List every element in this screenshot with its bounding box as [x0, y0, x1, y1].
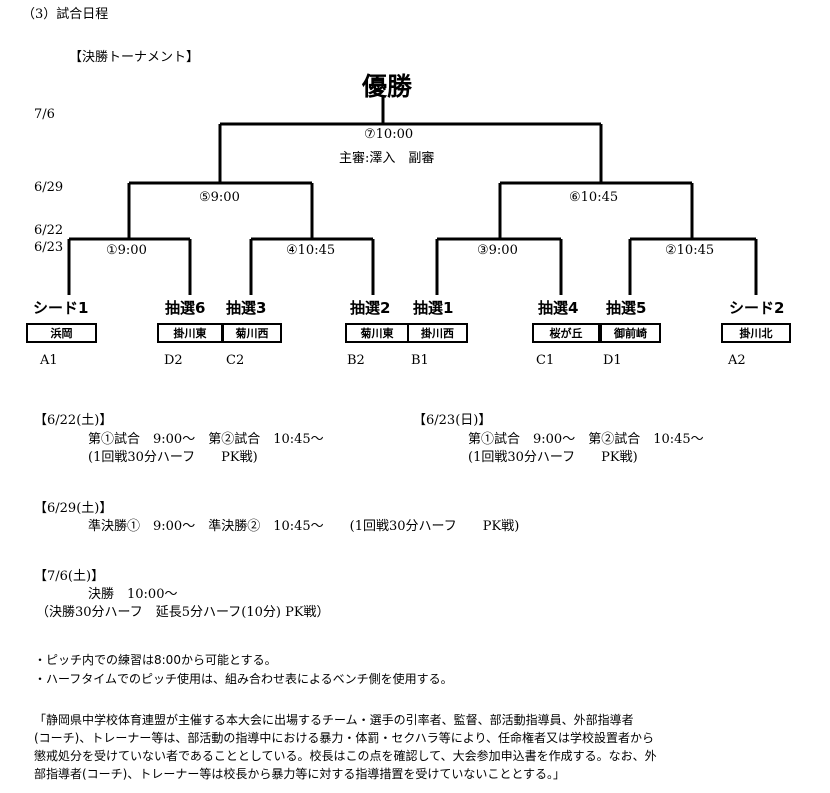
team-box: 菊川東	[345, 323, 409, 343]
slot-label: 抽選3	[226, 299, 267, 317]
schedule-0622-line2: (1回戦30分ハーフ PK戦)	[88, 450, 258, 465]
schedule-0706-line2: （決勝30分ハーフ 延長5分ハーフ(10分) PK戦）	[36, 605, 330, 620]
schedule-0623-date: 【6/23(日)】	[413, 413, 492, 428]
match-2-label: ②10:45	[665, 243, 715, 258]
slot-label: 抽選1	[413, 299, 454, 317]
schedule-0622-line1: 第①試合 9:00～ 第②試合 10:45～	[88, 432, 324, 447]
section-title: （3）試合日程	[22, 7, 109, 22]
schedule-0622-date: 【6/22(土)】	[34, 413, 113, 428]
slot-label: シード1	[33, 299, 89, 317]
team-box: 掛川北	[721, 323, 791, 343]
slot-code: D1	[603, 353, 622, 368]
date-first-a: 6/22	[34, 223, 64, 238]
slot-label: 抽選5	[606, 299, 647, 317]
schedule-0629-line1: 準決勝① 9:00～ 準決勝② 10:45～ (1回戦30分ハーフ PK戦)	[88, 519, 520, 534]
champion-label: 優勝	[362, 72, 413, 101]
team-box: 御前崎	[600, 323, 661, 343]
slot-label: 抽選4	[538, 299, 579, 317]
slot-label: 抽選2	[350, 299, 391, 317]
date-final: 7/6	[34, 107, 55, 122]
team-box: 浜岡	[26, 323, 97, 343]
slot-code: A1	[40, 353, 58, 368]
match-1-label: ①9:00	[106, 243, 147, 258]
slot-code: A2	[728, 353, 746, 368]
slot-code: C1	[536, 353, 555, 368]
statement-line-4: 部指導者(コーチ)、トレーナー等は校長から暴力等に対する指導措置を受けていないこ…	[34, 767, 566, 781]
match-4-label: ④10:45	[286, 243, 336, 258]
note-halftime: ・ハーフタイムでのピッチ使用は、組み合わせ表によるベンチ側を使用する。	[34, 672, 453, 686]
slot-code: C2	[226, 353, 245, 368]
slot-label: 抽選6	[165, 299, 206, 317]
statement-line-2: (コーチ)、トレーナー等は、部活動の指導中における暴力・体罰・セクハラ等により、…	[34, 731, 655, 745]
schedule-0629-date: 【6/29(土)】	[34, 501, 113, 516]
bracket-lines	[67, 97, 758, 295]
team-box: 菊川西	[222, 323, 282, 343]
tournament-title: 【決勝トーナメント】	[69, 50, 200, 65]
team-box: 桜が丘	[532, 323, 600, 343]
match-6-label: ⑥10:45	[569, 190, 619, 205]
slot-code: D2	[164, 353, 183, 368]
match-7-label: ⑦10:00	[364, 127, 414, 142]
schedule-0623-line1: 第①試合 9:00～ 第②試合 10:45～	[468, 432, 704, 447]
slot-code: B2	[347, 353, 365, 368]
team-box: 掛川西	[407, 323, 468, 343]
referee-label: 主審:澤入 副審	[339, 151, 435, 166]
schedule-0706-date: 【7/6(土)】	[34, 569, 105, 584]
schedule-0706-line1: 決勝 10:00～	[88, 587, 178, 602]
match-3-label: ③9:00	[477, 243, 518, 258]
team-box: 掛川東	[157, 323, 223, 343]
statement-line-3: 懲戒処分を受けていない者であることとしている。校長はこの点を確認して、大会参加申…	[34, 749, 657, 763]
date-semi: 6/29	[34, 180, 64, 195]
match-5-label: ⑤9:00	[199, 190, 240, 205]
slot-code: B1	[411, 353, 429, 368]
statement-line-1: 「静岡県中学校体育連盟が主催する本大会に出場するチーム・選手の引率者、監督、部活…	[34, 713, 634, 727]
date-first-b: 6/23	[34, 240, 64, 255]
schedule-0623-line2: (1回戦30分ハーフ PK戦)	[468, 450, 638, 465]
slot-label: シード2	[729, 299, 785, 317]
note-practice: ・ピッチ内での練習は8:00から可能とする。	[34, 653, 277, 667]
